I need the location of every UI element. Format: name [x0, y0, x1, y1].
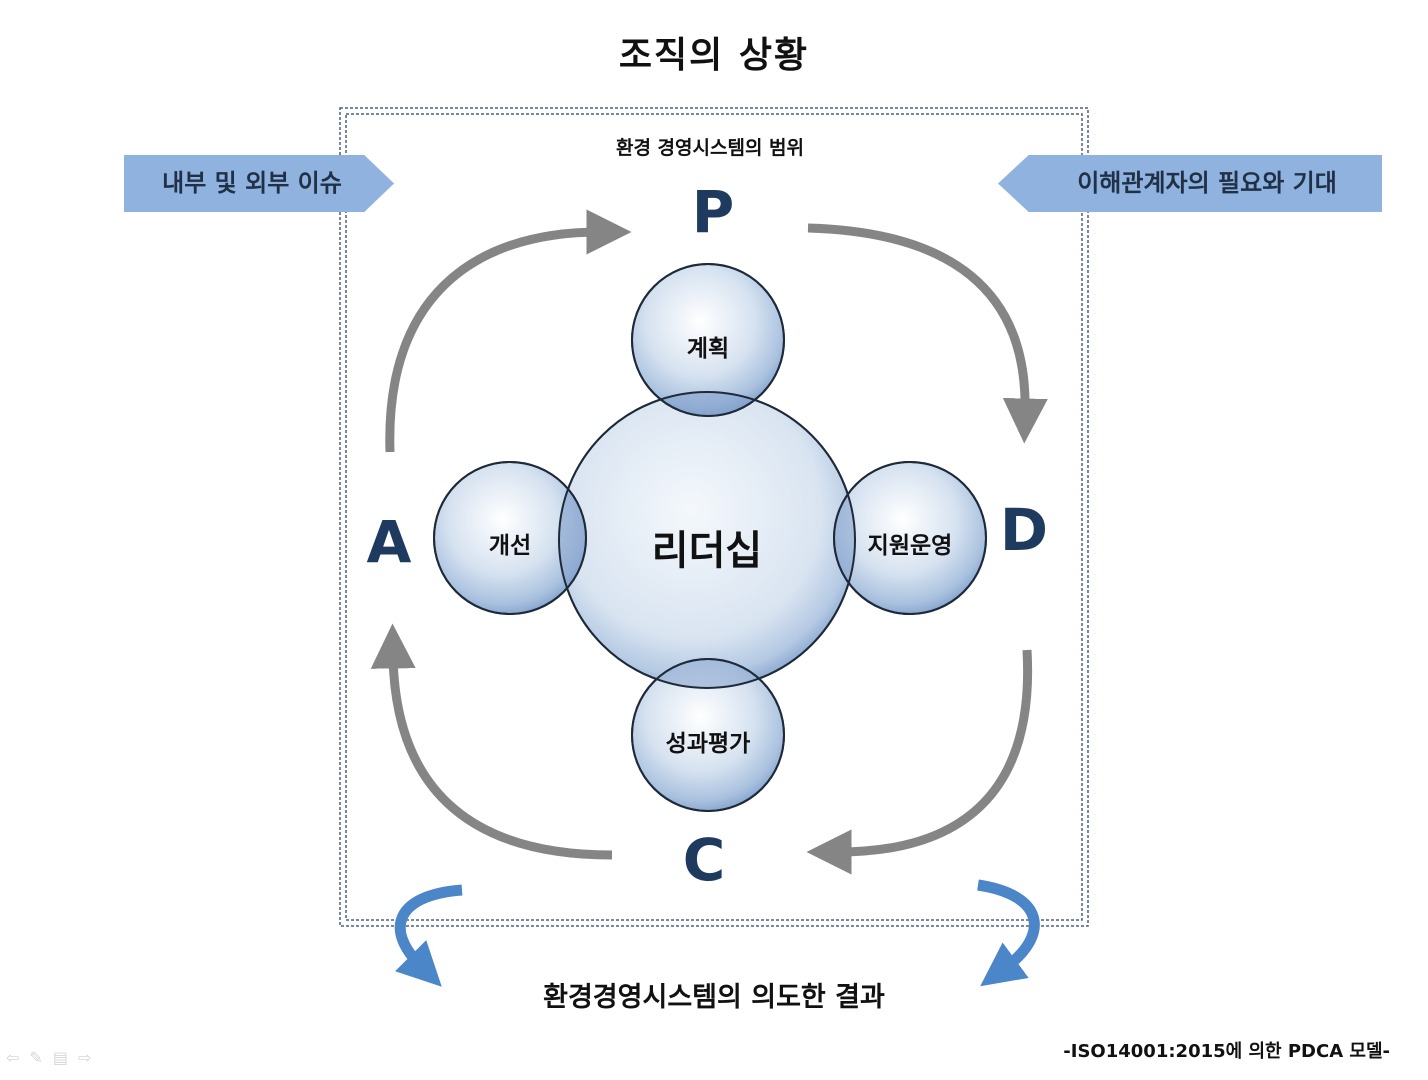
back-icon[interactable]: ⇦ [6, 1048, 30, 1067]
model-caption: -ISO14001:2015에 의한 PDCA 모델- [1063, 1041, 1390, 1062]
stakeholder-needs-banner: 이해관계자의 필요와 기대 [998, 155, 1382, 212]
support-operation-label: 지원운영 [867, 533, 953, 559]
cycle-arrow-c-to-a [370, 623, 613, 860]
evaluation-label: 성과평가 [665, 731, 751, 757]
pdca-letter-d: D [999, 496, 1049, 564]
internal-external-issues-banner: 내부 및 외부 이슈 [124, 155, 394, 212]
pdca-letter-p: P [691, 178, 735, 246]
plan-label: 계획 [686, 336, 730, 362]
pdca-letter-a: A [366, 508, 412, 576]
leadership-label: 리더십 [651, 528, 763, 574]
intended-outcome-label: 환경경영시스템의 의도한 결과 [543, 982, 885, 1013]
scope-frame-outer [339, 107, 1089, 927]
page-title: 조직의 상황 [618, 35, 810, 76]
pdca-letter-c: C [682, 826, 726, 894]
scope-frame-inner [345, 113, 1083, 921]
pen-icon[interactable]: ✎ [29, 1048, 53, 1067]
menu-icon[interactable]: ▤ [52, 1048, 78, 1067]
cycle-arrow-p-to-d [807, 223, 1048, 444]
output-arrow-right [977, 879, 1040, 987]
improvement-label: 개선 [488, 533, 532, 559]
slide-nav-controls: ⇦✎▤⇨ [6, 1048, 101, 1067]
output-arrow-left [394, 884, 463, 987]
cycle-arrow-a-to-p [385, 209, 632, 453]
cycle-arrow-d-to-c [806, 649, 1033, 875]
forward-icon[interactable]: ⇨ [77, 1048, 102, 1067]
scope-label: 환경 경영시스템의 범위 [615, 137, 805, 159]
